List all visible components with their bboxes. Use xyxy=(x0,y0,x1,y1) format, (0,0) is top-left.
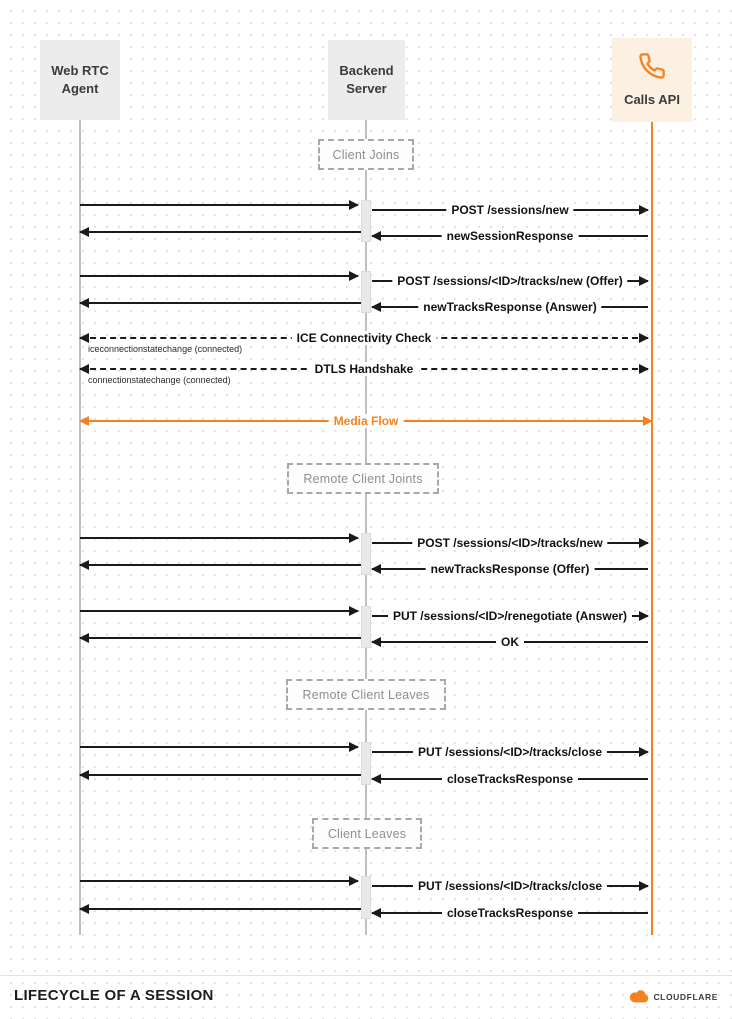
actor-calls-api: Calls API xyxy=(612,38,692,122)
message-label: POST /sessions/<ID>/tracks/new (Offer) xyxy=(392,274,628,288)
section-client-joins: Client Joins xyxy=(318,139,414,170)
lifeline-calls-api xyxy=(651,122,653,935)
section-remote-client-leaves: Remote Client Leaves xyxy=(286,679,446,710)
actor-label: Calls API xyxy=(624,91,680,107)
message-label: ICE Connectivity Check xyxy=(291,331,437,345)
cloudflare-logo: CLOUDFLARE xyxy=(629,990,718,1003)
lifeline-backend-server xyxy=(365,120,367,935)
activation-bar xyxy=(361,200,371,242)
message-label: PUT /sessions/<ID>/renegotiate (Answer) xyxy=(387,609,633,623)
section-label: Client Leaves xyxy=(327,826,407,841)
message-label: PUT /sessions/<ID>/tracks/close xyxy=(412,879,608,893)
cloudflare-cloud-icon xyxy=(630,990,649,1003)
message-label: newTracksResponse (Offer) xyxy=(425,562,595,576)
message-label: DTLS Handshake xyxy=(309,362,419,376)
lifeline-webrtc-agent xyxy=(79,120,81,935)
cloudflare-wordmark: CLOUDFLARE xyxy=(653,991,718,1002)
section-label: Remote Client Joints xyxy=(303,471,423,486)
activation-bar xyxy=(361,606,371,648)
actor-label: Web RTC xyxy=(51,63,109,79)
activation-bar xyxy=(361,271,371,313)
section-label: Client Joins xyxy=(332,147,400,162)
connection-state-note: connectionstatechange (connected) xyxy=(88,375,231,385)
message-label: closeTracksResponse xyxy=(441,772,579,786)
activation-bar xyxy=(361,742,371,785)
message-label: closeTracksResponse xyxy=(441,906,579,920)
actor-webrtc-agent: Web RTC Agent xyxy=(40,40,120,120)
message-label: OK xyxy=(496,635,524,649)
actor-backend-server: Backend Server xyxy=(328,40,405,120)
message-label: POST /sessions/new xyxy=(446,203,574,217)
message-label: newSessionResponse xyxy=(441,229,579,243)
section-remote-client-joins: Remote Client Joints xyxy=(287,463,439,494)
activation-bar xyxy=(361,876,371,919)
activation-bar xyxy=(361,533,371,575)
phone-icon xyxy=(638,52,666,85)
footer-divider xyxy=(0,975,732,976)
message-label: Media Flow xyxy=(328,414,404,428)
actor-label: Agent xyxy=(61,81,99,96)
actor-label: Backend xyxy=(339,63,394,79)
actor-label: Server xyxy=(346,81,387,96)
message-label: PUT /sessions/<ID>/tracks/close xyxy=(412,745,608,759)
message-label: POST /sessions/<ID>/tracks/new xyxy=(412,536,608,550)
section-label: Remote Client Leaves xyxy=(302,687,430,702)
ice-state-note: iceconnectionstatechange (connected) xyxy=(88,344,243,354)
section-client-leaves: Client Leaves xyxy=(312,818,422,849)
message-label: newTracksResponse (Answer) xyxy=(418,300,602,314)
page-title: LIFECYCLE OF A SESSION xyxy=(14,987,214,1004)
